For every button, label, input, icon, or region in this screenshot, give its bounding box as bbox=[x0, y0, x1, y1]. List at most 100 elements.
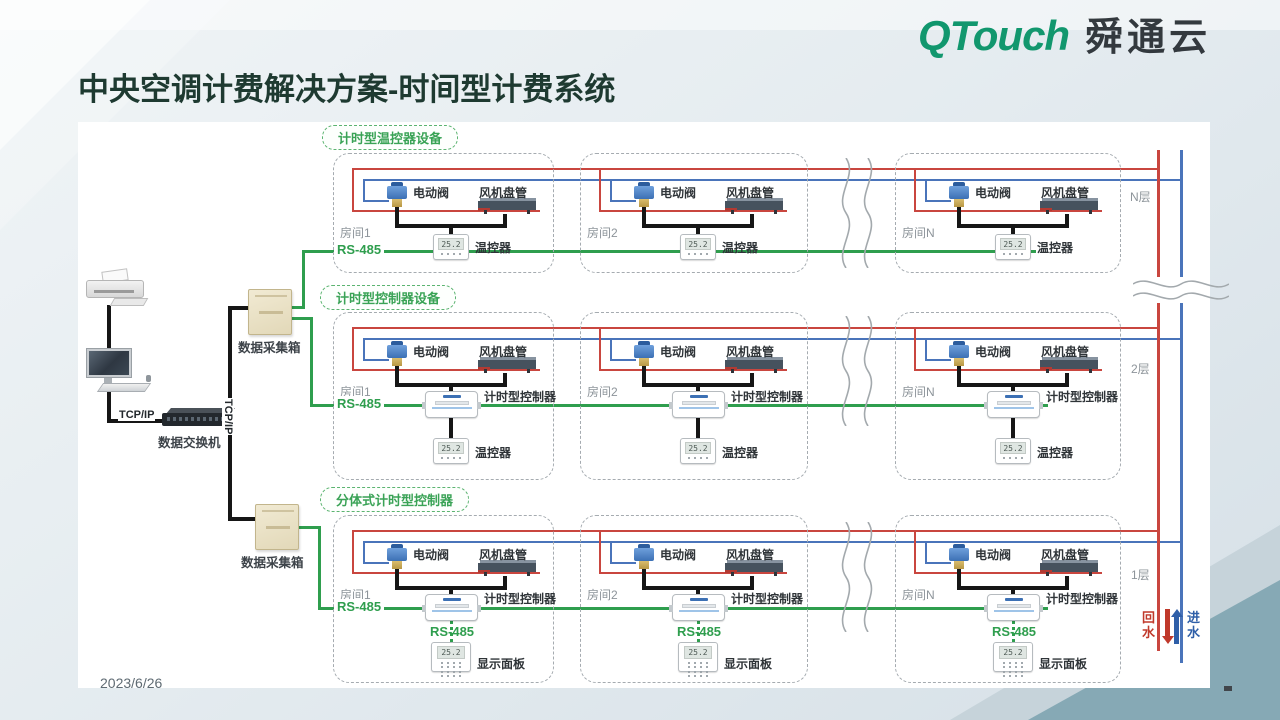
supply-water-riser bbox=[1180, 303, 1183, 663]
signal-cable bbox=[395, 206, 399, 224]
fan-coil-icon bbox=[1040, 198, 1098, 214]
signal-cable bbox=[395, 586, 507, 590]
timing-controller-label: 计时型控制器 bbox=[731, 390, 804, 404]
room-card: 电动阀 风机盘管 计时型控制器 RS-485 25.2 显示面板 房间N bbox=[895, 515, 1121, 683]
supply-water-pipe bbox=[364, 179, 1181, 181]
data-collector-label: 数据采集箱 bbox=[241, 556, 304, 570]
supply-water-pipe bbox=[925, 562, 951, 564]
supply-water-arrow-icon bbox=[1170, 609, 1183, 644]
timing-controller-label: 计时型控制器 bbox=[1046, 390, 1119, 404]
supply-water-pipe bbox=[363, 200, 389, 202]
electric-valve-icon bbox=[949, 341, 969, 366]
section-label-thermostat: 计时型温控器设备 bbox=[322, 125, 459, 150]
fan-coil-label: 风机盘管 bbox=[479, 186, 528, 200]
signal-cable bbox=[395, 224, 507, 228]
thermostat-icon: 25.2 bbox=[433, 234, 469, 260]
timing-controller-label: 计时型控制器 bbox=[484, 592, 557, 606]
thermostat-label: 温控器 bbox=[722, 241, 759, 255]
signal-cable bbox=[503, 576, 507, 586]
signal-cable bbox=[642, 365, 646, 383]
thermostat-screen: 25.2 bbox=[1000, 238, 1026, 250]
timing-controller-icon bbox=[422, 391, 481, 418]
timing-controller-icon bbox=[984, 594, 1043, 621]
return-water-pipe bbox=[352, 369, 540, 371]
brand-logo: QTouch 舜通云 bbox=[918, 6, 1211, 61]
supply-water-pipe bbox=[363, 541, 365, 564]
rs485-bus-label: RS-485 bbox=[334, 599, 385, 614]
floor-label-n: N层 bbox=[1130, 190, 1151, 204]
room-label: 房间1 bbox=[340, 588, 371, 602]
return-water-pipe bbox=[599, 168, 601, 212]
fan-coil-icon bbox=[478, 198, 536, 214]
wave-break-icon bbox=[841, 522, 873, 632]
thermostat-screen: 25.2 bbox=[685, 442, 711, 454]
signal-cable bbox=[750, 576, 754, 586]
room-label: 房间2 bbox=[587, 226, 618, 240]
signal-cable bbox=[642, 586, 754, 590]
rs485-link-line bbox=[450, 621, 453, 642]
fan-coil-label: 风机盘管 bbox=[726, 548, 775, 562]
fan-coil-label: 风机盘管 bbox=[1041, 548, 1090, 562]
rs485-bus-line bbox=[302, 250, 305, 309]
room-label: 房间1 bbox=[340, 226, 371, 240]
thermostat-screen: 25.2 bbox=[1000, 442, 1026, 454]
timing-controller-label: 计时型控制器 bbox=[484, 390, 557, 404]
timing-controller-icon bbox=[669, 594, 728, 621]
return-water-pipe bbox=[599, 210, 787, 212]
valve-label: 电动阀 bbox=[413, 345, 450, 359]
fan-coil-label: 风机盘管 bbox=[1041, 345, 1090, 359]
room-card: 电动阀 风机盘管 计时型控制器 25.2 温控器 房间2 bbox=[580, 312, 808, 480]
thermostat-screen: 25.2 bbox=[685, 238, 711, 250]
timing-controller-icon bbox=[669, 391, 728, 418]
network-cable bbox=[107, 389, 111, 421]
signal-cable bbox=[750, 214, 754, 224]
signal-cable bbox=[449, 418, 453, 438]
thermostat-label: 温控器 bbox=[1037, 241, 1074, 255]
signal-cable bbox=[1065, 373, 1069, 383]
supply-water-pipe bbox=[363, 338, 365, 361]
signal-cable bbox=[642, 224, 754, 228]
return-water-pipe bbox=[914, 168, 916, 212]
signal-cable bbox=[1065, 576, 1069, 586]
supply-water-pipe bbox=[610, 338, 612, 361]
supply-water-pipe bbox=[364, 338, 1181, 340]
signal-cable bbox=[957, 383, 1069, 387]
return-water-pipe bbox=[914, 369, 1102, 371]
signal-cable bbox=[395, 568, 399, 586]
supply-water-pipe bbox=[925, 179, 927, 202]
floor-label-2: 2层 bbox=[1131, 362, 1150, 376]
printer-icon bbox=[86, 268, 149, 312]
fan-coil-icon bbox=[725, 198, 783, 214]
switch-label: 数据交换机 bbox=[158, 436, 221, 450]
return-water-pipe bbox=[353, 530, 1158, 532]
return-water-pipe bbox=[352, 210, 540, 212]
return-water-pipe bbox=[352, 572, 540, 574]
supply-water-pipe bbox=[610, 541, 612, 564]
section-label-controller: 计时型控制器设备 bbox=[320, 285, 457, 310]
wave-break-icon bbox=[841, 158, 873, 268]
thermostat-label: 温控器 bbox=[722, 446, 759, 460]
supply-water-pipe bbox=[610, 200, 636, 202]
fan-coil-label: 风机盘管 bbox=[479, 548, 528, 562]
fan-coil-label: 风机盘管 bbox=[726, 345, 775, 359]
valve-label: 电动阀 bbox=[660, 345, 697, 359]
supply-water-riser bbox=[1180, 150, 1183, 277]
supply-water-pipe bbox=[925, 200, 951, 202]
page-number-mark bbox=[1224, 686, 1232, 691]
signal-cable bbox=[503, 373, 507, 383]
electric-valve-icon bbox=[634, 544, 654, 569]
signal-cable bbox=[750, 373, 754, 383]
rs485-bus-line bbox=[299, 526, 320, 529]
fan-coil-icon bbox=[725, 357, 783, 373]
electric-valve-icon bbox=[387, 341, 407, 366]
signal-cable bbox=[957, 568, 961, 586]
return-water-riser bbox=[1157, 150, 1160, 277]
return-water-pipe bbox=[352, 327, 354, 371]
display-screen: 25.2 bbox=[684, 646, 712, 659]
fan-coil-icon bbox=[478, 357, 536, 373]
data-collector-label: 数据采集箱 bbox=[238, 341, 301, 355]
return-water-pipe bbox=[352, 168, 354, 212]
signal-cable bbox=[1011, 418, 1015, 438]
room-card: 电动阀 风机盘管 计时型控制器 RS-485 25.2 显示面板 房间2 bbox=[580, 515, 808, 683]
